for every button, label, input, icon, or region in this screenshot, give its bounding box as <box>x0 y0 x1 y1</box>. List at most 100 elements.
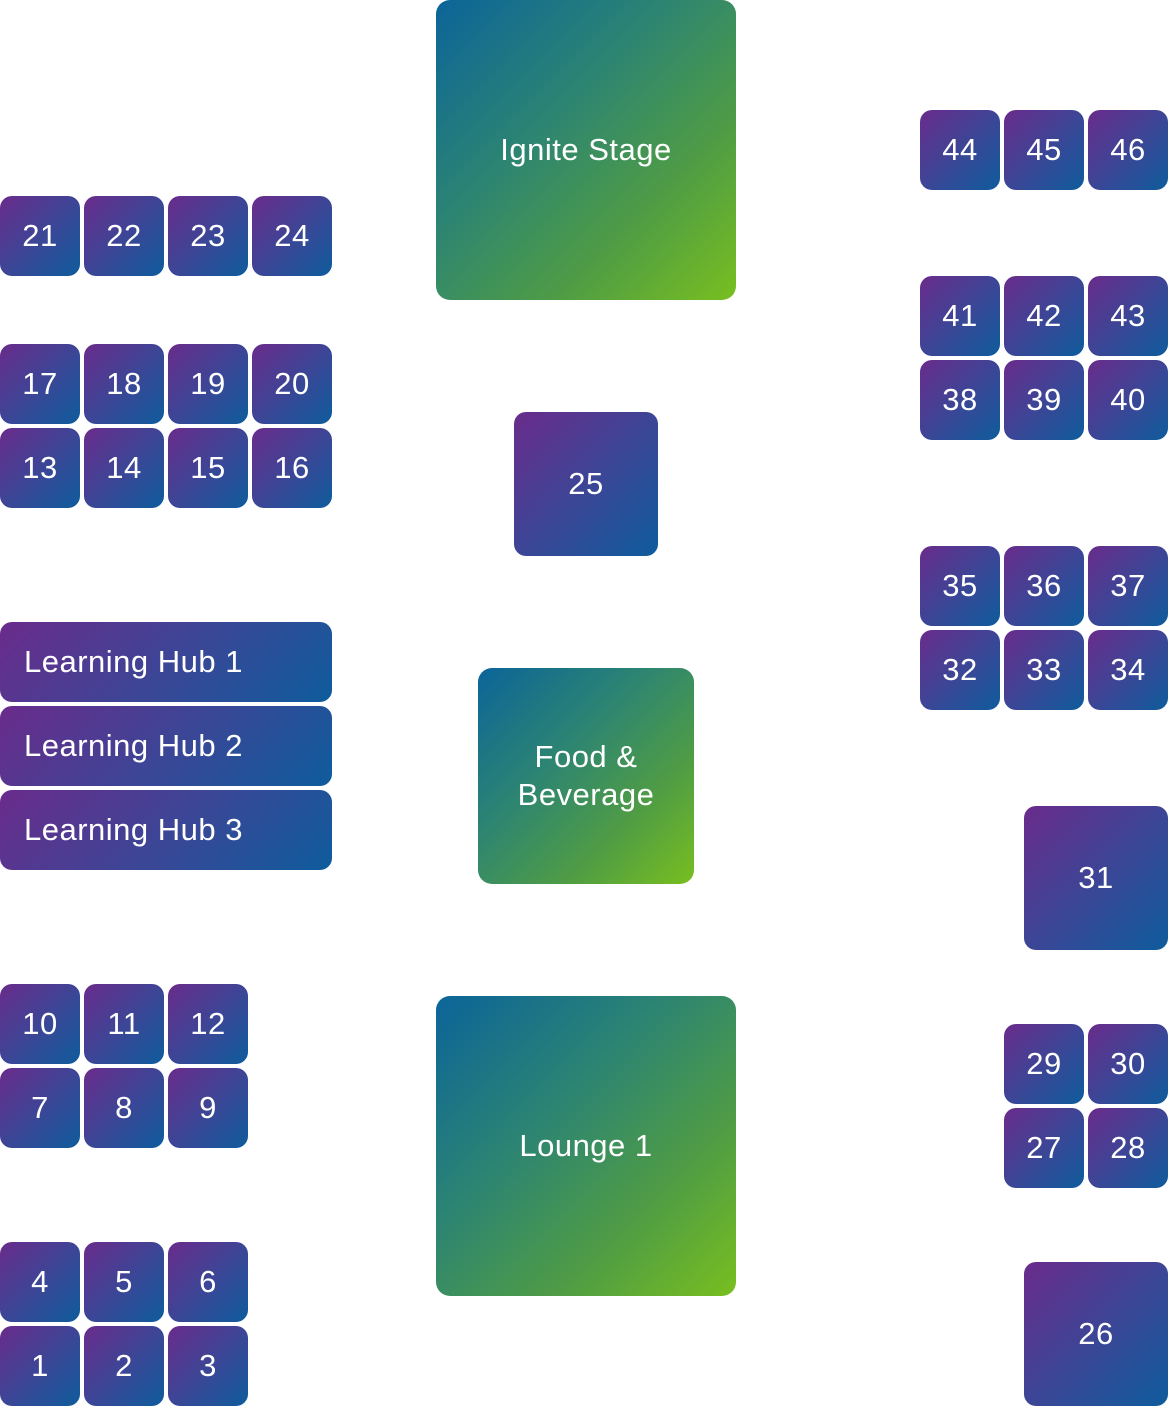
booth-20[interactable]: 20 <box>252 344 332 424</box>
booth-5[interactable]: 5 <box>84 1242 164 1322</box>
booth-10-label: 10 <box>22 1006 58 1041</box>
booth-7-label: 7 <box>31 1090 49 1125</box>
booth-25-label: 25 <box>568 466 604 501</box>
booth-22[interactable]: 22 <box>84 196 164 276</box>
booth-16[interactable]: 16 <box>252 428 332 508</box>
booth-10[interactable]: 10 <box>0 984 80 1064</box>
booth-32[interactable]: 32 <box>920 630 1000 710</box>
booth-8[interactable]: 8 <box>84 1068 164 1148</box>
booth-30-label: 30 <box>1110 1046 1146 1081</box>
booth-7[interactable]: 7 <box>0 1068 80 1148</box>
booth-15[interactable]: 15 <box>168 428 248 508</box>
booth-19-label: 19 <box>190 366 226 401</box>
booth-1[interactable]: 1 <box>0 1326 80 1406</box>
zone-ignite-stage[interactable]: Ignite Stage <box>436 0 736 300</box>
booth-11[interactable]: 11 <box>84 984 164 1064</box>
booth-3[interactable]: 3 <box>168 1326 248 1406</box>
booth-17[interactable]: 17 <box>0 344 80 424</box>
learning-hub-3-label: Learning Hub 3 <box>24 812 243 847</box>
booth-20-label: 20 <box>274 366 310 401</box>
learning-hub-1-label: Learning Hub 1 <box>24 644 243 679</box>
booth-41[interactable]: 41 <box>920 276 1000 356</box>
booth-42[interactable]: 42 <box>1004 276 1084 356</box>
booth-23[interactable]: 23 <box>168 196 248 276</box>
booth-27[interactable]: 27 <box>1004 1108 1084 1188</box>
booth-35-label: 35 <box>942 568 978 603</box>
booth-34[interactable]: 34 <box>1088 630 1168 710</box>
learning-hub-2-label: Learning Hub 2 <box>24 728 243 763</box>
booth-43[interactable]: 43 <box>1088 276 1168 356</box>
booth-37-label: 37 <box>1110 568 1146 603</box>
booth-4-label: 4 <box>31 1264 49 1299</box>
booth-19[interactable]: 19 <box>168 344 248 424</box>
booth-9[interactable]: 9 <box>168 1068 248 1148</box>
booth-24-label: 24 <box>274 218 310 253</box>
booth-27-label: 27 <box>1026 1130 1062 1165</box>
learning-hub-2[interactable]: Learning Hub 2 <box>0 706 332 786</box>
booth-31[interactable]: 31 <box>1024 806 1168 950</box>
booth-26[interactable]: 26 <box>1024 1262 1168 1406</box>
booth-31-label: 31 <box>1078 860 1114 895</box>
zone-lounge-1-label: Lounge 1 <box>519 1128 653 1163</box>
booth-26-label: 26 <box>1078 1316 1114 1351</box>
booth-21[interactable]: 21 <box>0 196 80 276</box>
zone-food-beverage-label: Food & Beverage <box>517 739 655 812</box>
booth-25[interactable]: 25 <box>514 412 658 556</box>
booth-18[interactable]: 18 <box>84 344 164 424</box>
booth-23-label: 23 <box>190 218 226 253</box>
booth-39-label: 39 <box>1026 382 1062 417</box>
booth-38[interactable]: 38 <box>920 360 1000 440</box>
booth-44-label: 44 <box>942 132 978 167</box>
booth-6[interactable]: 6 <box>168 1242 248 1322</box>
booth-12[interactable]: 12 <box>168 984 248 1064</box>
booth-39[interactable]: 39 <box>1004 360 1084 440</box>
booth-9-label: 9 <box>199 1090 217 1125</box>
booth-37[interactable]: 37 <box>1088 546 1168 626</box>
booth-4[interactable]: 4 <box>0 1242 80 1322</box>
booth-2[interactable]: 2 <box>84 1326 164 1406</box>
booth-28-label: 28 <box>1110 1130 1146 1165</box>
learning-hub-3[interactable]: Learning Hub 3 <box>0 790 332 870</box>
booth-1-label: 1 <box>31 1348 49 1383</box>
booth-22-label: 22 <box>106 218 142 253</box>
booth-24[interactable]: 24 <box>252 196 332 276</box>
booth-8-label: 8 <box>115 1090 133 1125</box>
learning-hub-1[interactable]: Learning Hub 1 <box>0 622 332 702</box>
booth-12-label: 12 <box>190 1006 226 1041</box>
booth-29[interactable]: 29 <box>1004 1024 1084 1104</box>
booth-46-label: 46 <box>1110 132 1146 167</box>
booth-36-label: 36 <box>1026 568 1062 603</box>
booth-13[interactable]: 13 <box>0 428 80 508</box>
booth-11-label: 11 <box>107 1006 141 1041</box>
booth-6-label: 6 <box>199 1264 217 1299</box>
booth-33[interactable]: 33 <box>1004 630 1084 710</box>
booth-43-label: 43 <box>1110 298 1146 333</box>
booth-32-label: 32 <box>942 652 978 687</box>
booth-30[interactable]: 30 <box>1088 1024 1168 1104</box>
booth-35[interactable]: 35 <box>920 546 1000 626</box>
booth-36[interactable]: 36 <box>1004 546 1084 626</box>
booth-44[interactable]: 44 <box>920 110 1000 190</box>
booth-28[interactable]: 28 <box>1088 1108 1168 1188</box>
booth-16-label: 16 <box>274 450 310 485</box>
booth-45[interactable]: 45 <box>1004 110 1084 190</box>
booth-45-label: 45 <box>1026 132 1062 167</box>
booth-33-label: 33 <box>1026 652 1062 687</box>
booth-17-label: 17 <box>22 366 58 401</box>
booth-2-label: 2 <box>115 1348 133 1383</box>
booth-14[interactable]: 14 <box>84 428 164 508</box>
booth-41-label: 41 <box>942 298 978 333</box>
booth-14-label: 14 <box>106 450 142 485</box>
booth-38-label: 38 <box>942 382 978 417</box>
booth-46[interactable]: 46 <box>1088 110 1168 190</box>
booth-5-label: 5 <box>115 1264 133 1299</box>
booth-40-label: 40 <box>1110 382 1146 417</box>
booth-15-label: 15 <box>190 450 226 485</box>
zone-food-beverage[interactable]: Food & Beverage <box>478 668 694 884</box>
booth-3-label: 3 <box>199 1348 217 1383</box>
booth-13-label: 13 <box>22 450 58 485</box>
booth-21-label: 21 <box>22 218 58 253</box>
zone-lounge-1[interactable]: Lounge 1 <box>436 996 736 1296</box>
booth-40[interactable]: 40 <box>1088 360 1168 440</box>
